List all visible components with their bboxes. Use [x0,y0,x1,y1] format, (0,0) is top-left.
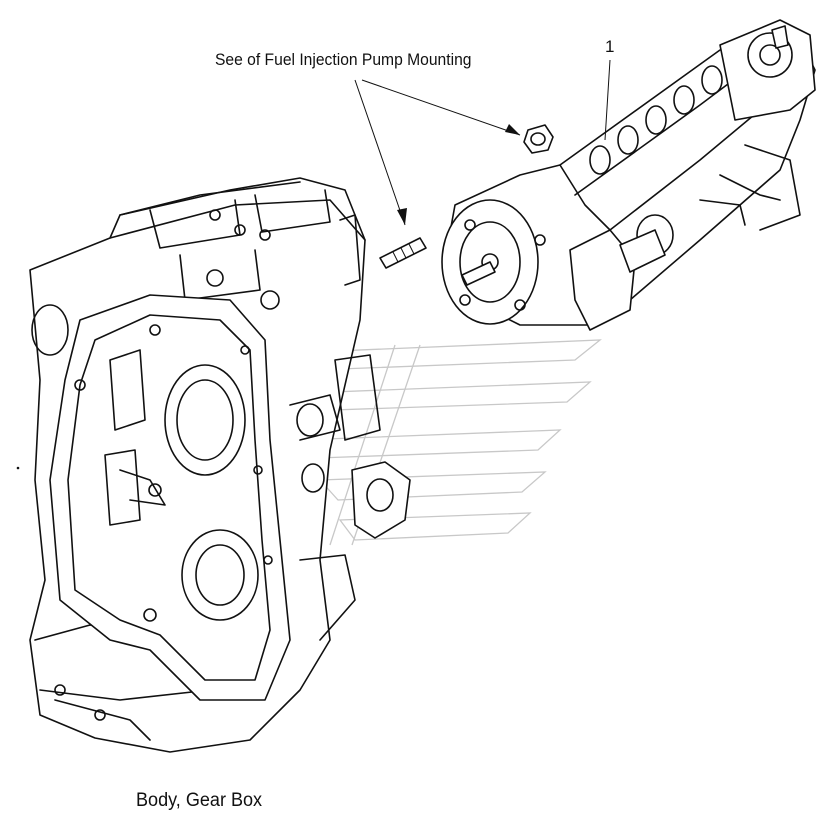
figure-caption: Body, Gear Box [136,790,263,811]
fuel-injection-pump [441,19,816,331]
mounting-stud [379,237,427,269]
governor-housing [719,19,816,121]
feed-pump [569,214,674,331]
mounting-nut [523,124,554,154]
stray-dot [16,466,20,470]
gasket [351,461,411,539]
fuel-lines [699,144,801,231]
callout-label: See of Fuel Injection Pump Mounting [215,50,472,69]
part-number-label: 1 [605,37,615,56]
delivery-valves [589,65,723,175]
gear-box-housing [49,294,291,701]
callout-leader-lines [354,59,611,226]
